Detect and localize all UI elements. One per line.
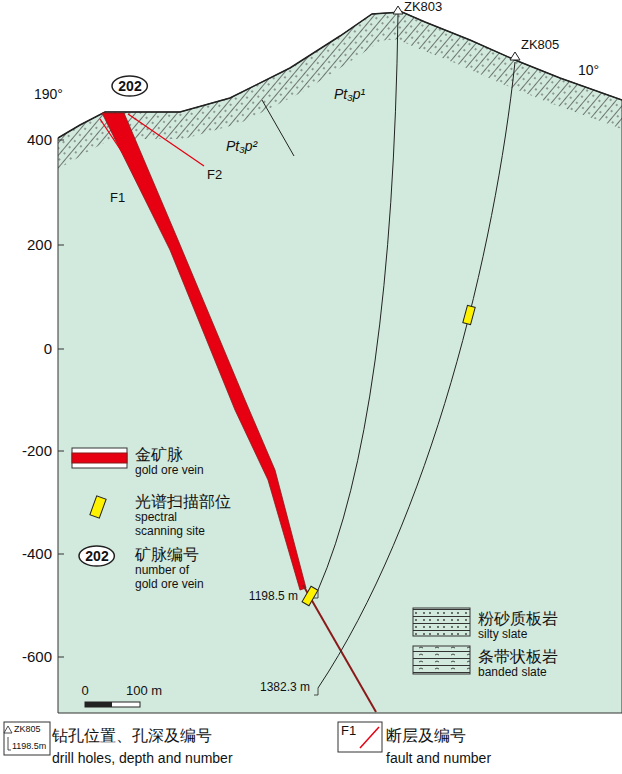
[object Object]: 金矿脉 xyxy=(135,446,183,464)
[object Object]: 矿脉编号 xyxy=(135,546,199,564)
elevation-tick: -200 xyxy=(22,442,52,459)
depth-label: 1382.3 m xyxy=(258,681,312,695)
vein-number-ellipse: 202 xyxy=(78,545,115,567)
legend-english: banded slate xyxy=(478,666,547,680)
legend-sample-label: ZK805 xyxy=(14,724,41,734)
scale-label: 100 m xyxy=(126,684,162,699)
[object Object]: 光谱扫描部位 xyxy=(135,493,231,511)
fault-label: F1 xyxy=(110,191,125,206)
strata-label: Pt₃p² xyxy=(226,138,257,154)
[object Object]: 断层及编号 xyxy=(386,727,466,745)
drill-hole-label: ZK803 xyxy=(404,0,442,15)
scale-label: 0 xyxy=(81,684,88,699)
legend-english: number of gold ore vein xyxy=(135,564,213,592)
legend-sample-label: 1198.5m xyxy=(12,741,46,751)
elevation-tick: -600 xyxy=(22,648,52,665)
legend-sample-label: F1 xyxy=(341,724,356,739)
vein-number: 202 xyxy=(111,78,148,94)
[object Object]: 钻孔位置、孔深及编号 xyxy=(52,727,212,745)
depth-label: 1198.5 m xyxy=(247,590,300,604)
legend-english: spectral scanning site xyxy=(135,511,221,539)
elevation-tick: 200 xyxy=(27,236,52,253)
elevation-tick: 0 xyxy=(44,340,52,357)
fault-label: F2 xyxy=(207,168,222,183)
vein-number-ellipse: 202 xyxy=(111,75,148,97)
legend-swatch-frame xyxy=(72,448,127,468)
azimuth-label: 190° xyxy=(34,86,63,102)
azimuth-label: 10° xyxy=(578,62,599,78)
legend-english: fault and number xyxy=(386,750,491,766)
legend-english: silty slate xyxy=(478,628,527,642)
vein-number: 202 xyxy=(78,548,115,564)
legend-swatch xyxy=(72,453,127,463)
legend-english: drill holes, depth and number xyxy=(52,750,233,766)
legend-swatch xyxy=(90,496,106,518)
legend-english: gold ore vein xyxy=(135,464,204,478)
[object Object]: 条带状板岩 xyxy=(478,648,558,666)
elevation-tick: 400 xyxy=(27,131,52,148)
[object Object]: 粉砂质板岩 xyxy=(478,610,558,628)
elevation-tick: -400 xyxy=(22,545,52,562)
strata-label: Pt₃p¹ xyxy=(334,86,365,102)
drill-hole-label: ZK805 xyxy=(521,38,559,53)
